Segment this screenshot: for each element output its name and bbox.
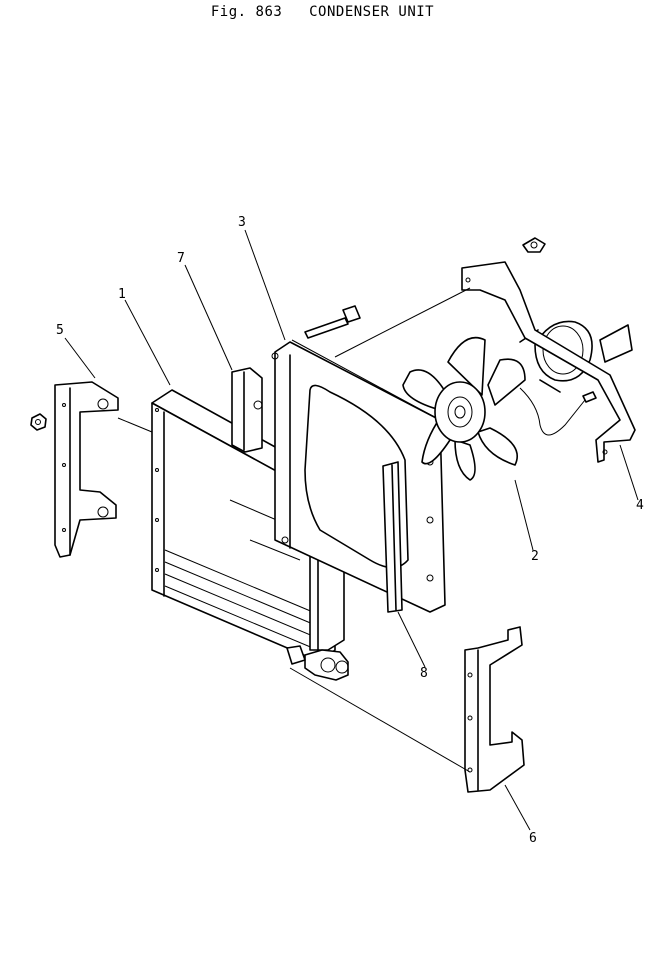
left-bracket xyxy=(54,381,119,558)
figure-name: CONDENSER UNIT xyxy=(309,4,435,20)
callout-6: 6 xyxy=(529,831,537,846)
small-bracket-right xyxy=(382,461,403,613)
callout-2: 2 xyxy=(531,549,539,564)
fan xyxy=(402,336,526,481)
right-lower-bracket xyxy=(464,626,525,793)
callout-3: 3 xyxy=(238,215,246,230)
callout-8: 8 xyxy=(420,666,428,681)
wire-harness xyxy=(519,387,586,436)
callout-5: 5 xyxy=(56,323,64,338)
small-bracket-left xyxy=(231,367,263,453)
bolt-small xyxy=(522,237,546,253)
figure-number: Fig. 863 xyxy=(210,4,283,20)
callout-7: 7 xyxy=(177,251,185,266)
callout-4: 4 xyxy=(636,498,644,513)
connector xyxy=(582,391,597,403)
callout-1: 1 xyxy=(118,287,126,302)
nut xyxy=(30,413,47,431)
callout-labels: 1 2 3 4 5 6 7 8 xyxy=(56,215,644,846)
bolt-top xyxy=(304,305,361,339)
fan-shroud xyxy=(271,339,446,613)
right-upper-bracket xyxy=(461,261,636,463)
figure-title: Fig. 863 CONDENSER UNIT xyxy=(0,4,645,20)
leader-lines xyxy=(64,229,639,831)
